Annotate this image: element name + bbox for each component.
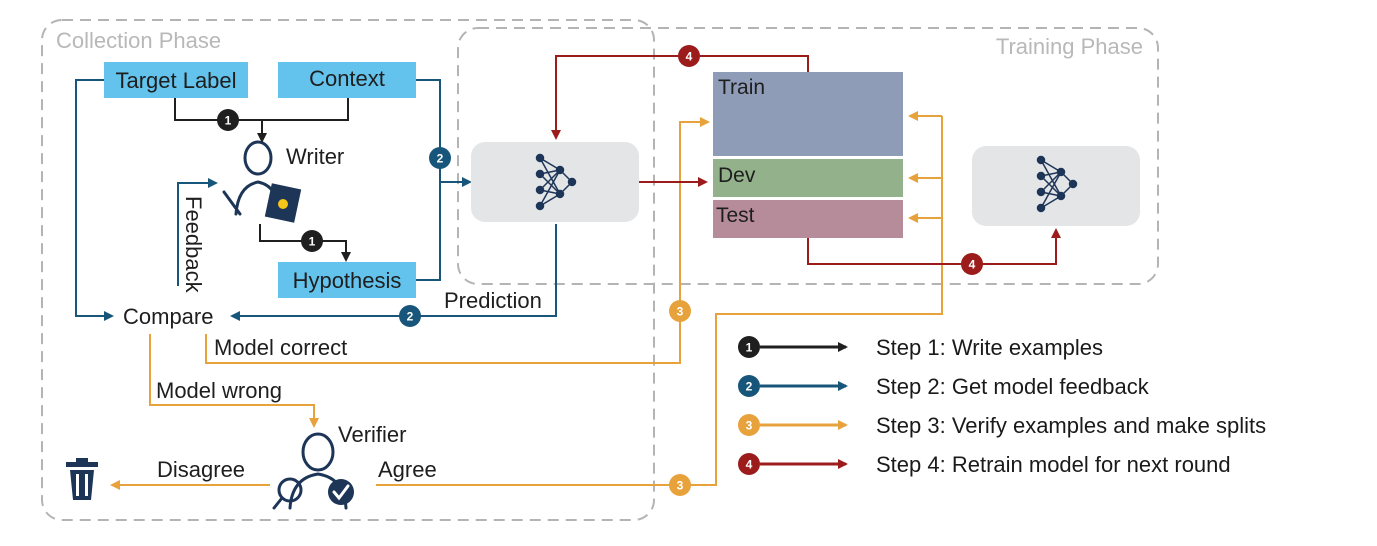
collection-phase-region <box>41 19 655 521</box>
legend-item-step2: 2 Step 2: Get model feedback <box>738 374 1150 399</box>
step2-prediction-to-compare <box>230 224 557 321</box>
test-split-label: Test <box>716 204 755 227</box>
legend-label-step4: Step 4: Retrain model for next round <box>876 452 1231 477</box>
svg-text:1: 1 <box>746 341 753 355</box>
svg-text:1: 1 <box>225 114 232 128</box>
step1-arrow-to-writer <box>174 98 349 121</box>
training-phase-title: Training Phase <box>996 34 1143 59</box>
svg-text:3: 3 <box>677 305 684 319</box>
step1-badge: 1 <box>217 109 239 131</box>
legend-label-step2: Step 2: Get model feedback <box>876 374 1150 399</box>
svg-text:4: 4 <box>969 258 976 272</box>
feedback-label: Feedback <box>181 196 206 294</box>
step3-model-wrong-arrow <box>149 334 319 428</box>
prediction-label: Prediction <box>444 288 542 313</box>
dev-split-label: Dev <box>718 164 756 187</box>
step3-model-correct-arrow <box>205 117 710 364</box>
svg-text:4: 4 <box>686 50 693 64</box>
legend-item-step1: 1 Step 1: Write examples <box>738 335 1103 360</box>
context-text: Context <box>309 66 385 91</box>
test-split <box>713 200 903 238</box>
step1-badge: 1 <box>301 230 323 252</box>
writer-icon <box>222 140 302 223</box>
svg-text:3: 3 <box>746 419 753 433</box>
legend-label-step1: Step 1: Write examples <box>876 335 1103 360</box>
verifier-icon <box>272 432 354 510</box>
step3-badge: 3 <box>669 300 691 322</box>
train-split-label: Train <box>718 76 765 99</box>
legend-item-step4: 4 Step 4: Retrain model for next round <box>738 452 1231 477</box>
svg-text:2: 2 <box>407 310 414 324</box>
target-label-text: Target Label <box>115 68 236 93</box>
verifier-label: Verifier <box>338 422 406 447</box>
step2-hypothesis-to-model <box>416 182 441 281</box>
svg-text:4: 4 <box>746 458 753 472</box>
hypothesis-box <box>278 262 416 298</box>
step4-test-to-new-model-arrow <box>807 228 1061 265</box>
svg-text:1: 1 <box>309 235 316 249</box>
step2-target-to-compare <box>75 79 114 321</box>
context-box <box>278 62 416 98</box>
legend: 1 Step 1: Write examples 2 Step 2: Get m… <box>738 335 1266 477</box>
step3-badge: 3 <box>669 474 691 496</box>
step3-agree-arrow <box>376 116 943 486</box>
disagree-label: Disagree <box>157 457 245 482</box>
neural-network-icon <box>535 153 577 211</box>
training-phase-region <box>457 27 1159 285</box>
step4-badge: 4 <box>678 45 700 67</box>
collection-phase-title: Collection Phase <box>56 28 221 53</box>
svg-text:3: 3 <box>677 479 684 493</box>
agree-label: Agree <box>378 457 437 482</box>
train-split <box>713 72 903 156</box>
feedback-arrow <box>177 178 218 286</box>
svg-text:2: 2 <box>746 380 753 394</box>
step2-context-to-model <box>416 79 472 187</box>
model-box-collection <box>471 142 639 222</box>
step4-badge: 4 <box>961 253 983 275</box>
svg-text:2: 2 <box>437 152 444 166</box>
target-label-box <box>104 62 248 98</box>
legend-item-step3: 3 Step 3: Verify examples and make split… <box>738 413 1266 438</box>
compare-node: Compare <box>123 304 213 329</box>
model-wrong-label: Model wrong <box>156 378 282 403</box>
trash-icon <box>66 458 98 500</box>
dev-split <box>713 159 903 197</box>
step2-badge: 2 <box>429 147 451 169</box>
legend-label-step3: Step 3: Verify examples and make splits <box>876 413 1266 438</box>
model-correct-label: Model correct <box>214 335 347 360</box>
hypothesis-text: Hypothesis <box>293 268 402 293</box>
step2-badge: 2 <box>399 305 421 327</box>
neural-network-icon <box>1036 155 1078 213</box>
writer-label: Writer <box>286 144 344 169</box>
